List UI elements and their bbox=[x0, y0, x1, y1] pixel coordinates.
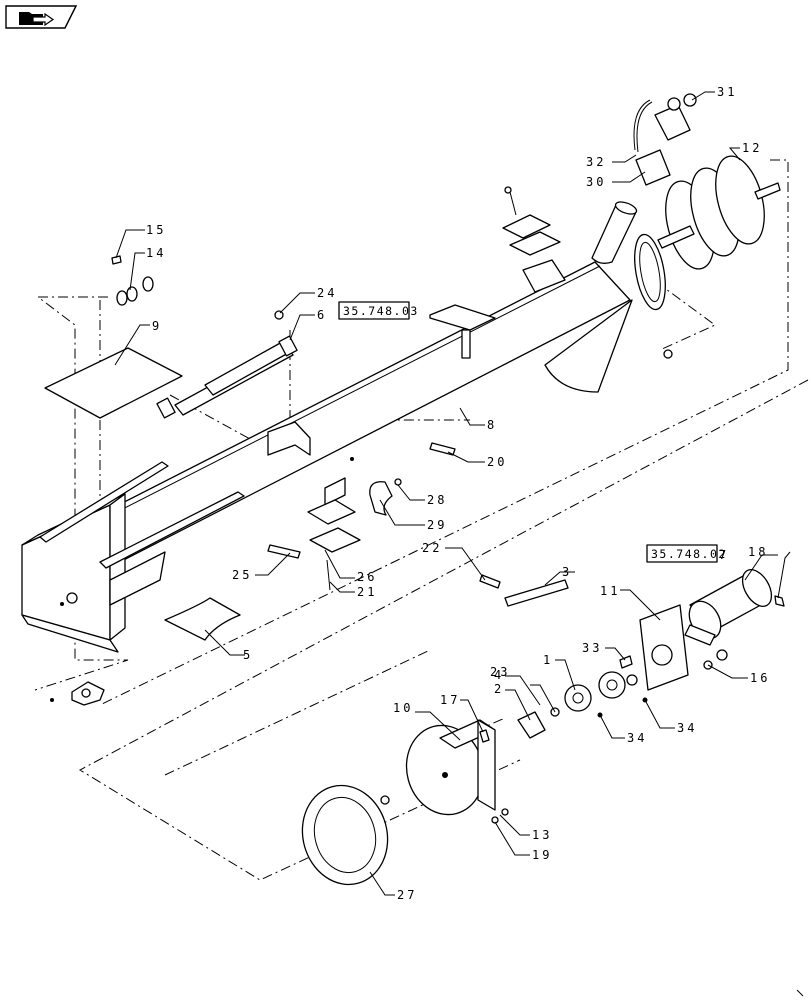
reference-box-1[interactable]: 35.748.03 bbox=[338, 301, 419, 320]
callout-15: 15 bbox=[146, 223, 166, 237]
auger-flighting bbox=[657, 155, 781, 270]
callout-24: 24 bbox=[317, 286, 337, 300]
reference-label: 35.748.02 bbox=[651, 547, 727, 561]
motor-assembly bbox=[626, 569, 785, 691]
callout-13: 13 bbox=[532, 828, 552, 842]
callout-34a: 34 bbox=[627, 731, 647, 745]
callout-12: 12 bbox=[742, 141, 762, 155]
callout-2: 2 bbox=[494, 682, 504, 696]
clamp-set-bottom bbox=[307, 477, 361, 591]
callout-5: 5 bbox=[243, 648, 253, 662]
callout-25: 25 bbox=[232, 568, 252, 582]
callout-23: 23 bbox=[490, 665, 510, 679]
auger-tube bbox=[39, 201, 666, 586]
nav-button[interactable] bbox=[5, 5, 77, 29]
strap bbox=[369, 481, 393, 516]
cylinder bbox=[156, 335, 298, 419]
hydraulic-fitting bbox=[633, 93, 697, 186]
callout-22: 22 bbox=[422, 541, 442, 555]
callout-4: 4 bbox=[494, 668, 504, 682]
callout-19: 19 bbox=[532, 848, 552, 862]
callout-31: 31 bbox=[717, 85, 737, 99]
clamp-set-top bbox=[502, 186, 566, 293]
drive-chain bbox=[504, 579, 569, 607]
callout-10: 10 bbox=[393, 701, 413, 715]
callout-6: 6 bbox=[317, 308, 327, 322]
callout-33: 33 bbox=[582, 641, 602, 655]
callout-27: 27 bbox=[397, 888, 417, 902]
small-parts bbox=[479, 655, 648, 824]
reference-label: 35.748.03 bbox=[343, 304, 419, 318]
callout-1: 1 bbox=[543, 653, 553, 667]
drive-sprockets bbox=[517, 671, 626, 739]
callout-29: 29 bbox=[427, 518, 447, 532]
callout-8: 8 bbox=[487, 418, 497, 432]
callout-34b: 34 bbox=[677, 721, 697, 735]
callout-labels: 1 2 3 4 5 6 7 8 9 10 11 12 13 14 15 16 1… bbox=[146, 85, 770, 902]
callout-28: 28 bbox=[427, 493, 447, 507]
reference-box-2[interactable]: 35.748.02 bbox=[646, 544, 727, 563]
callout-21: 21 bbox=[357, 585, 377, 599]
drive-housing bbox=[301, 719, 496, 886]
folder-arrow-icon bbox=[19, 12, 55, 27]
callout-26: 26 bbox=[357, 570, 377, 584]
leader-lines bbox=[114, 91, 791, 896]
callout-16: 16 bbox=[750, 671, 770, 685]
callout-3: 3 bbox=[562, 565, 572, 579]
tube-brackets bbox=[267, 304, 496, 456]
cover-plate bbox=[44, 347, 183, 419]
callout-17: 17 bbox=[440, 693, 460, 707]
callout-30: 30 bbox=[586, 175, 606, 189]
callout-32: 32 bbox=[586, 155, 606, 169]
callout-18: 18 bbox=[748, 545, 768, 559]
callout-14: 14 bbox=[146, 246, 166, 260]
callout-7: 7 bbox=[719, 548, 729, 562]
corner-mark bbox=[796, 989, 804, 997]
callout-9: 9 bbox=[152, 319, 162, 333]
shield bbox=[164, 597, 241, 641]
inlet-frame bbox=[21, 461, 245, 653]
callout-20: 20 bbox=[487, 455, 507, 469]
callout-11: 11 bbox=[600, 584, 620, 598]
